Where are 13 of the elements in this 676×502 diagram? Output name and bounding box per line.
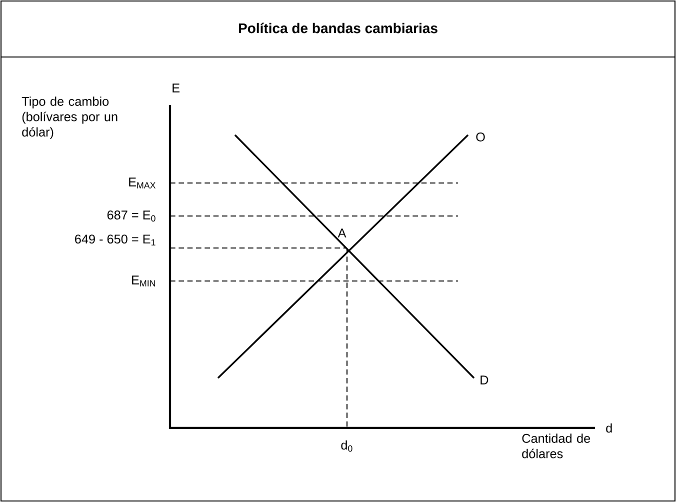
tick-label: d$_{0}$	[341, 440, 352, 452]
curve-label: D	[480, 376, 488, 384]
axis-label: Tipo de cambio (bolívares por un dólar)	[22, 96, 118, 140]
axis-label: d	[606, 423, 612, 433]
tick-label: E$_{MIN}$	[132, 276, 156, 286]
point-label: A	[338, 228, 346, 238]
tick-label: 687 = E$_{0}$	[107, 210, 156, 222]
axis-label: E	[172, 84, 180, 92]
title-text: Política de bandas cambiarias	[238, 22, 438, 34]
tick-label: E$_{MAX}$	[129, 178, 156, 188]
curve-label: O	[476, 132, 485, 142]
tick-label: 649 - 650 = E$_{1}$	[75, 234, 156, 246]
axis-label: Cantidad de dólares	[522, 434, 590, 458]
